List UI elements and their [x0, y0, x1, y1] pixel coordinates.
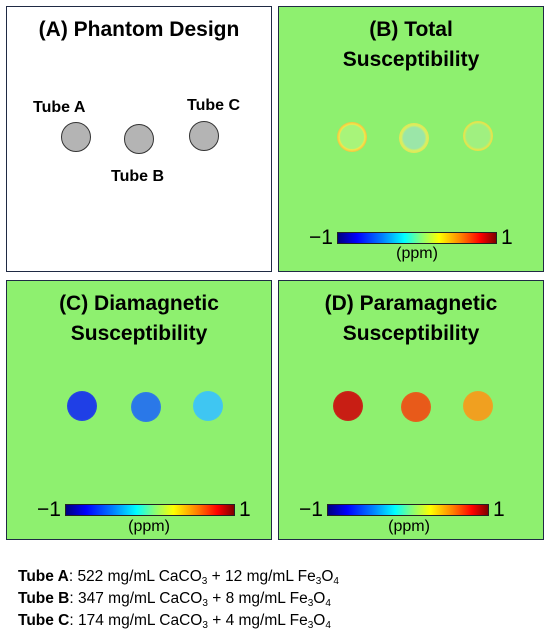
colorbar-d — [327, 504, 489, 516]
legend-o: O — [313, 590, 326, 607]
panel-c-title: (C) Diamagnetic Susceptibility — [7, 289, 271, 349]
colorbar-c — [65, 504, 235, 516]
legend-sep: : — [69, 612, 78, 629]
legend-row-tube-b: Tube B: 347 mg/mL CaCO3 + 8 mg/mL Fe3O4 — [18, 588, 339, 610]
dia-tube-a-disc — [67, 391, 97, 421]
colorbar-c-max: 1 — [239, 498, 251, 521]
panel-phantom-design: (A) Phantom Design Tube A Tube C Tube B — [6, 6, 272, 272]
legend-plus: + — [207, 590, 226, 607]
panel-b-title-line1: (B) Total — [369, 18, 453, 41]
panel-total-susceptibility: (B) Total Susceptibility −1 1 (ppm) — [278, 6, 544, 272]
colorbar-c-min: −1 — [37, 498, 61, 521]
legend-caco3: 174 mg/mL CaCO — [78, 612, 203, 629]
legend-o: O — [321, 568, 334, 585]
subscript: 3 — [307, 598, 314, 609]
subscript: 3 — [307, 620, 314, 631]
legend-fe: 12 mg/mL Fe — [225, 568, 316, 585]
panel-d-title-line1: (D) Paramagnetic — [324, 292, 498, 315]
legend-plus: + — [207, 612, 226, 629]
tube-a-label: Tube A — [33, 99, 86, 116]
panel-c-title-line2: Susceptibility — [70, 322, 208, 345]
legend-caco3: 522 mg/mL CaCO — [77, 568, 202, 585]
legend-fe: 4 mg/mL Fe — [225, 612, 308, 629]
colorbar-d-max: 1 — [493, 498, 505, 521]
legend-sep: : — [68, 568, 78, 585]
panel-diamagnetic-susceptibility: (C) Diamagnetic Susceptibility −1 1 (ppm… — [6, 280, 272, 540]
total-tube-b-disc — [399, 123, 429, 153]
tube-composition-legend: Tube A: 522 mg/mL CaCO3 + 12 mg/mL Fe3O4… — [18, 566, 339, 632]
panel-b-title: (B) Total Susceptibility — [279, 15, 543, 75]
colorbar-c-unit: (ppm) — [128, 518, 170, 535]
panel-b-title-line2: Susceptibility — [342, 48, 480, 71]
tube-b-circle — [124, 124, 154, 154]
panel-c-title-line1: (C) Diamagnetic — [59, 292, 219, 315]
subscript: 3 — [202, 598, 208, 609]
subscript: 4 — [333, 576, 339, 587]
tube-b-label: Tube B — [111, 168, 165, 185]
legend-tube-a-name: Tube A — [18, 568, 69, 585]
colorbar-b-max: 1 — [501, 226, 513, 249]
colorbar-b-unit: (ppm) — [396, 245, 438, 262]
panel-a-title: (A) Phantom Design — [38, 18, 240, 41]
panel-d-title-line2: Susceptibility — [342, 322, 480, 345]
subscript: 3 — [201, 576, 208, 587]
subscript: 4 — [325, 620, 331, 631]
tube-c-circle — [189, 121, 219, 151]
panel-d-title: (D) Paramagnetic Susceptibility — [279, 289, 543, 349]
colorbar-d-min: −1 — [299, 498, 323, 521]
total-tube-c-disc — [463, 121, 493, 151]
subscript: 3 — [315, 576, 322, 587]
para-tube-c-disc — [463, 391, 493, 421]
subscript: 4 — [325, 598, 331, 609]
subscript: 3 — [202, 620, 208, 631]
legend-fe: 8 mg/mL Fe — [225, 590, 308, 607]
legend-caco3: 347 mg/mL CaCO — [78, 590, 203, 607]
colorbar-d-unit: (ppm) — [388, 518, 430, 535]
legend-o: O — [313, 612, 326, 629]
panel-paramagnetic-susceptibility: (D) Paramagnetic Susceptibility −1 1 (pp… — [278, 280, 544, 540]
tube-a-circle — [61, 122, 91, 152]
legend-tube-b-name: Tube B — [18, 590, 70, 607]
legend-tube-c-name: Tube C — [18, 612, 70, 629]
dia-tube-b-disc — [131, 392, 161, 422]
tube-c-label: Tube C — [187, 97, 241, 114]
legend-sep: : — [69, 590, 78, 607]
legend-plus: + — [207, 568, 226, 585]
legend-row-tube-c: Tube C: 174 mg/mL CaCO3 + 4 mg/mL Fe3O4 — [18, 610, 339, 632]
total-tube-a-disc — [337, 122, 367, 152]
colorbar-b-min: −1 — [309, 226, 333, 249]
colorbar-b — [337, 232, 497, 244]
legend-row-tube-a: Tube A: 522 mg/mL CaCO3 + 12 mg/mL Fe3O4 — [18, 566, 339, 588]
para-tube-a-disc — [333, 391, 363, 421]
para-tube-b-disc — [401, 392, 431, 422]
dia-tube-c-disc — [193, 391, 223, 421]
